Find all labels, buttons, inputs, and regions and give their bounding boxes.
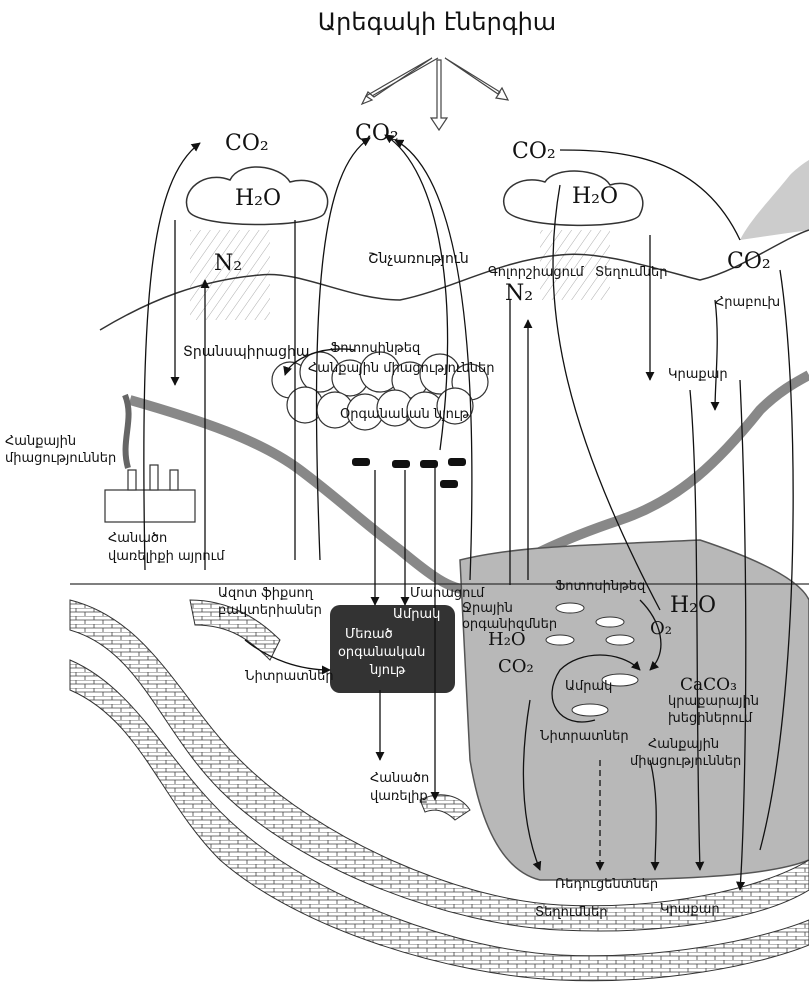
label-limestone-shells-2: խեցիներում <box>668 711 753 726</box>
label-minerals-land: Հանքային միացություններ <box>308 361 495 376</box>
caco3: CaCO₃ <box>680 675 737 695</box>
n2-left: N₂ <box>214 251 242 276</box>
title-solar-energy: Արեգակի էներգիա <box>318 8 556 36</box>
co2-right: CO₂ <box>512 139 556 164</box>
label-fossil-burning-1: Հանածո <box>108 531 167 546</box>
h2o-right: H₂O <box>572 184 618 209</box>
label-aquatic-1: Ջրային <box>462 601 513 616</box>
label-decay: Ամրակ <box>393 607 440 622</box>
label-nfix-2: բակտերիաներ <box>218 603 322 618</box>
label-nitrates: Նիտրատներ <box>245 669 334 684</box>
label-aquatic-2: օրգանիզմներ <box>462 617 557 632</box>
volcano-smoke <box>740 160 809 240</box>
co2-left: CO₂ <box>225 131 269 156</box>
label-limestone-bottom: Կրաքար <box>660 902 720 917</box>
label-death: Մահացում <box>410 586 485 601</box>
h2o-left: H₂O <box>235 186 281 211</box>
label-nitrates-water: Նիտրատներ <box>540 729 629 744</box>
label-minerals-left-2: միացություններ <box>5 451 116 466</box>
n2-right: N₂ <box>505 281 533 306</box>
label-photosynthesis-land: Ֆոտոսինթեզ <box>330 341 421 356</box>
animals <box>352 458 466 488</box>
label-minerals-left-1: Հանքային <box>5 434 76 449</box>
label-minerals-water-2: միացություններ <box>630 754 741 769</box>
label-dead-1: Մեռած <box>345 627 393 642</box>
label-precipitation: Տեղումներ <box>595 265 668 280</box>
label-fossil-2: վառելիք <box>370 789 428 804</box>
label-decay-water: Ամրակ <box>565 679 612 694</box>
label-volcano: Հրաբուխ <box>715 295 780 310</box>
label-organic-matter: Օրգանական նյութ <box>340 407 470 422</box>
label-limestone-shells-1: կրաքարային <box>668 694 759 709</box>
label-breathing: Շնչառություն <box>368 251 469 267</box>
label-fossil-burning-2: վառելիքի այրում <box>108 549 225 564</box>
label-dead-2: օրգանական <box>338 645 425 660</box>
label-transpiration: Տրանսպիրացիա <box>183 344 310 360</box>
label-evaporation: Գոլորշիացում <box>488 265 585 280</box>
label-minerals-water-1: Հանքային <box>648 737 719 752</box>
co2-water: CO₂ <box>498 656 534 677</box>
o2-water: O₂ <box>650 618 672 639</box>
co2-volcano: CO₂ <box>727 249 771 274</box>
label-fossil-1: Հանածո <box>370 771 429 786</box>
co2-center: CO₂ <box>355 121 399 146</box>
label-nfix-1: Ազոտ ֆիքսող <box>218 586 314 601</box>
label-limestone: Կրաքար <box>668 367 728 382</box>
sun-energy-arrows <box>362 58 508 130</box>
h2o-water: H₂O <box>670 593 716 618</box>
label-deposition-bottom: Տեղումներ <box>535 905 608 920</box>
label-dead-3: նյութ <box>369 663 406 678</box>
label-sediments: Ռեդուցենտներ <box>555 877 658 892</box>
h2o-water-2: H₂O <box>488 629 526 650</box>
label-photosynthesis-water: Ֆոտոսինթեզ <box>555 579 646 594</box>
